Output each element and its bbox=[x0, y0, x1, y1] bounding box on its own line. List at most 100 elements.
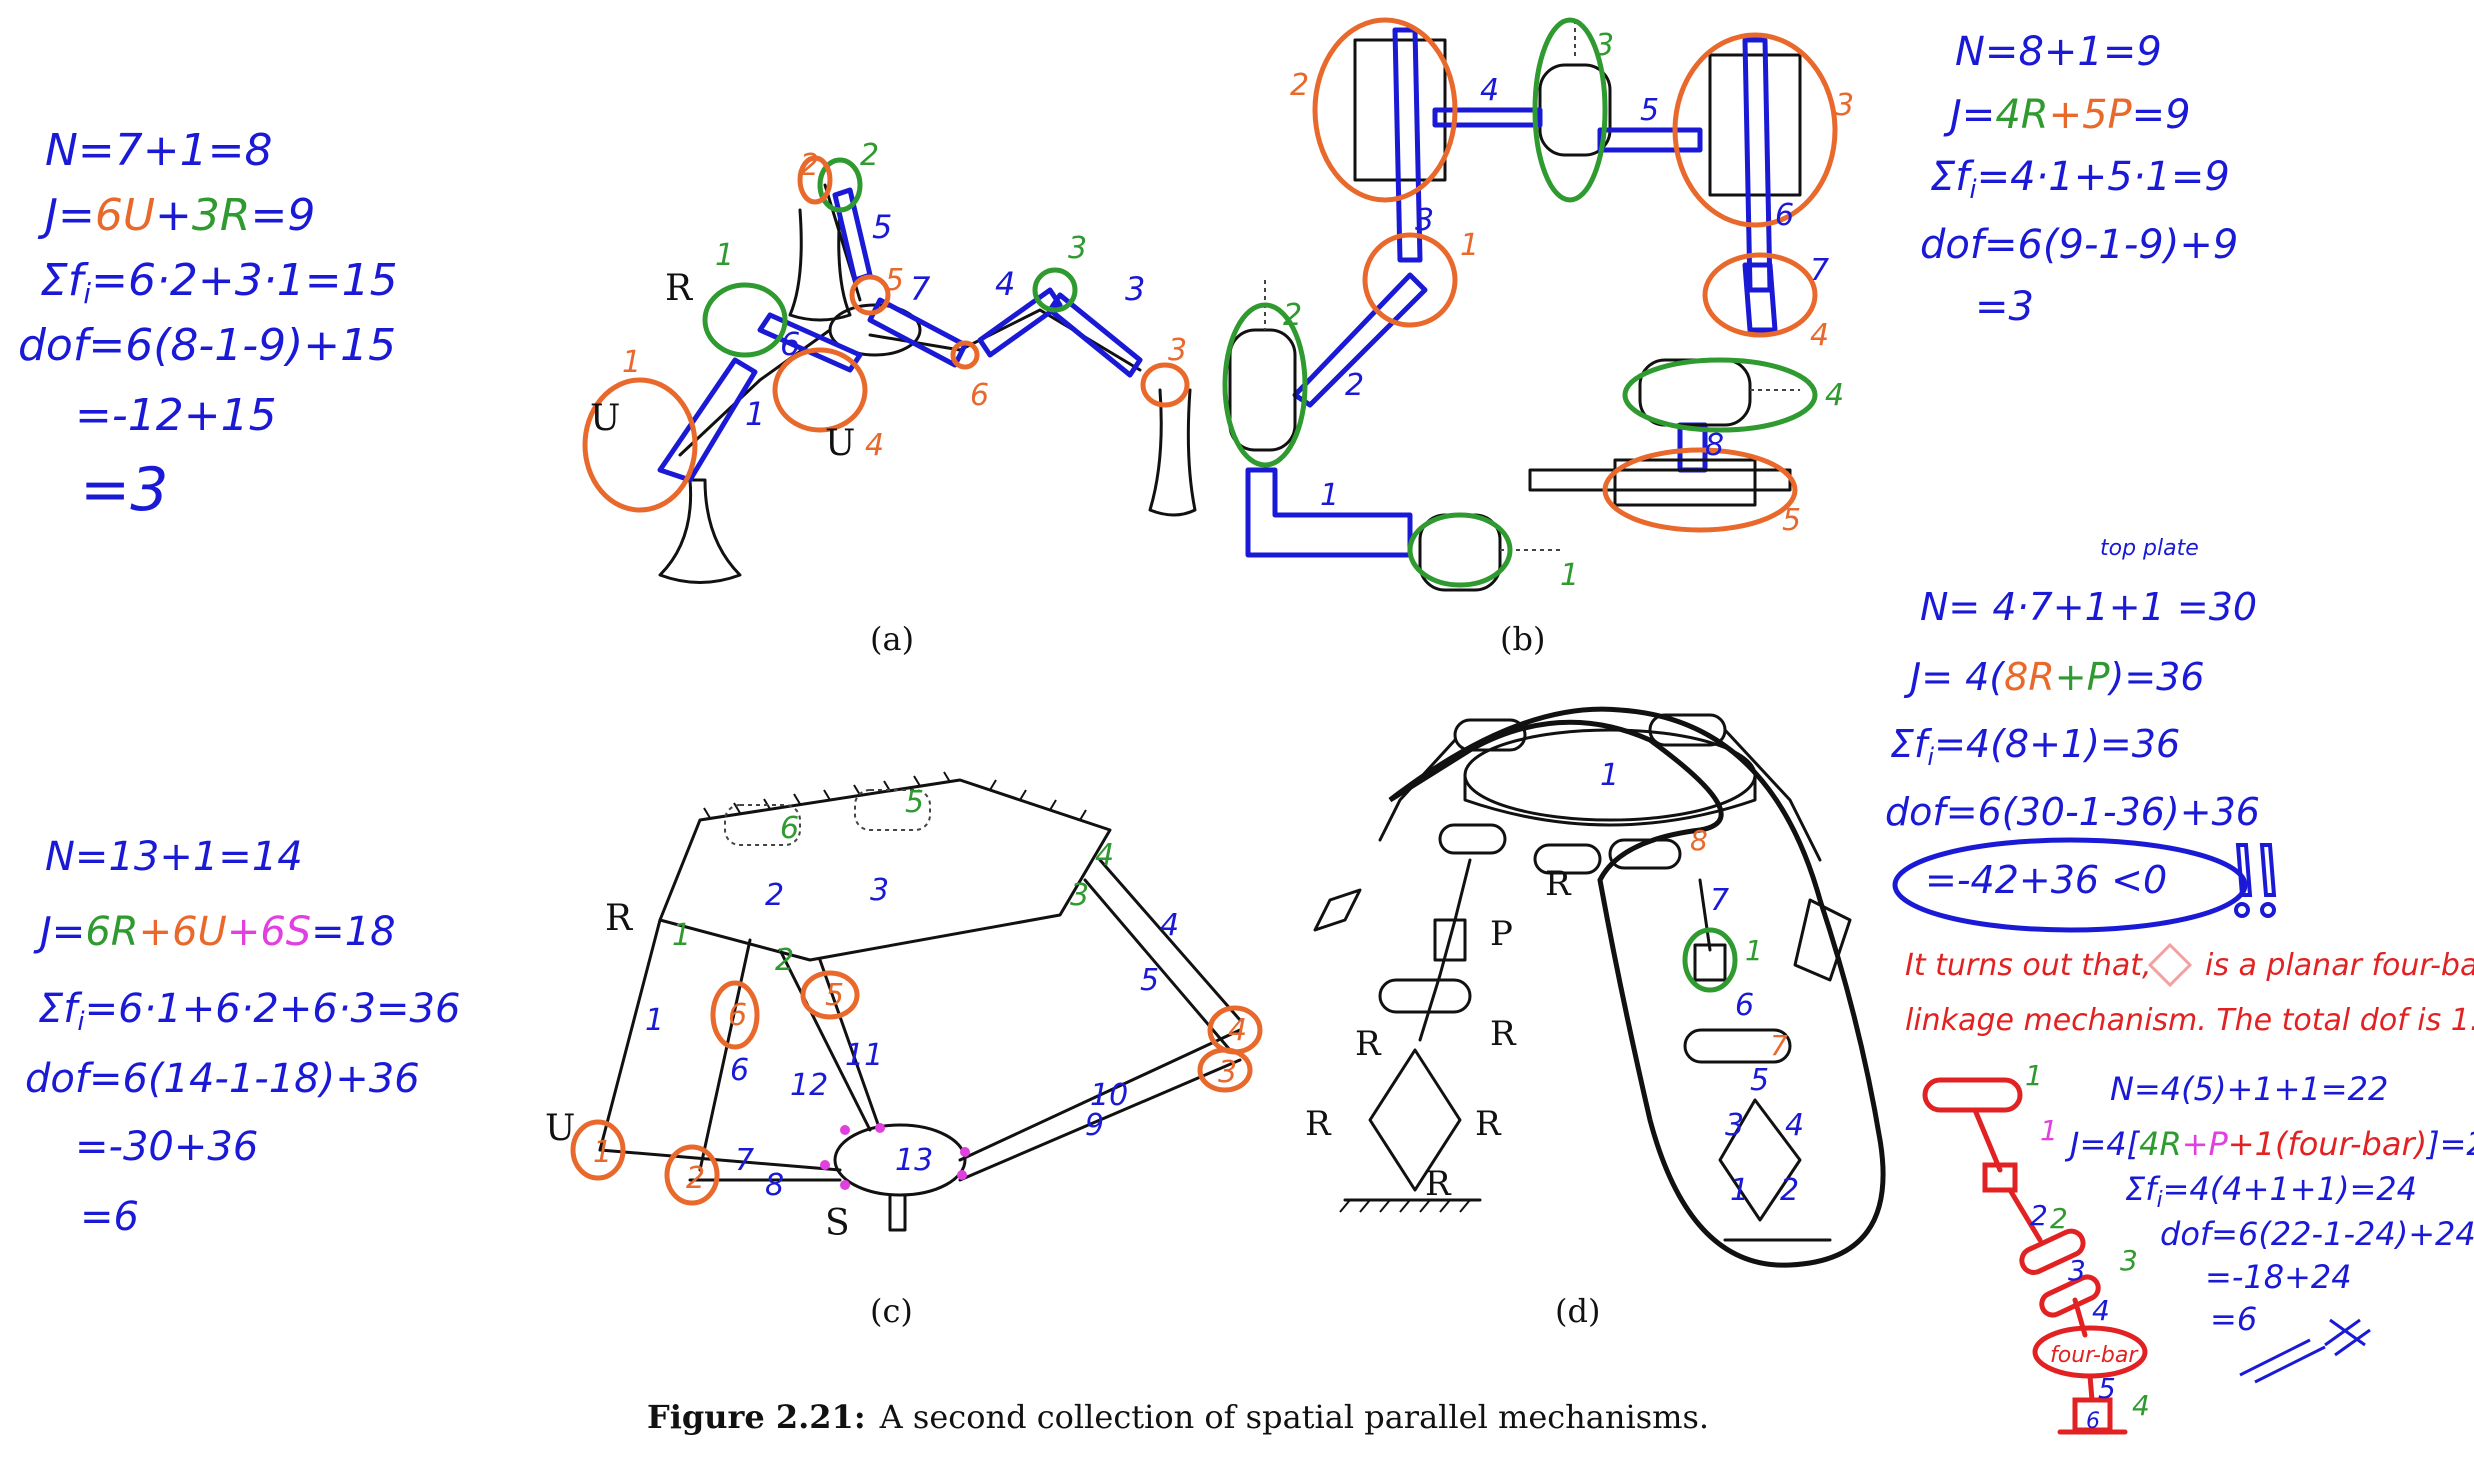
a-leg-left bbox=[678, 328, 832, 457]
d-roller-mid bbox=[1378, 978, 1472, 1014]
a-joint-R3 bbox=[1032, 267, 1078, 313]
a-note-J: J=6U+3R=9 bbox=[37, 190, 315, 241]
b-link-3 bbox=[1392, 27, 1423, 263]
a-note-sum: Σfi=6·2+3·1=15 bbox=[40, 255, 398, 310]
c-link-num-12: 12 bbox=[790, 1068, 828, 1103]
c-top-hatch-line bbox=[699, 778, 1111, 831]
a-base-left bbox=[658, 478, 742, 584]
b-link-6 bbox=[1742, 37, 1773, 293]
b-link-5 bbox=[1597, 127, 1703, 153]
d-strike-marks bbox=[2239, 1318, 2371, 1384]
b-slider bbox=[1613, 458, 1757, 507]
c-platform bbox=[833, 1123, 967, 1197]
a-joint-U3 bbox=[1140, 362, 1190, 408]
d-roller-hl-top bbox=[1608, 838, 1682, 870]
d-label-R3: R bbox=[1490, 1014, 1517, 1054]
a-joint-R1 bbox=[702, 282, 788, 358]
c-jnum-g4: 4 bbox=[1095, 838, 1114, 873]
d-link-num-2: 2 bbox=[1780, 1173, 1799, 1208]
c-rod-10 bbox=[958, 1028, 1242, 1162]
a-base-center bbox=[788, 208, 852, 322]
c-label-U: U bbox=[545, 1108, 575, 1149]
a-jnum-o5: 5 bbox=[885, 263, 904, 298]
caption-b: (b) bbox=[1500, 620, 1545, 658]
c-jnum-g1: 1 bbox=[672, 918, 691, 953]
d-red-note: It turns out that, is a planar four-bar … bbox=[1905, 942, 2474, 1038]
b-left-cylinder bbox=[1228, 328, 1297, 452]
b-note-result: =3 bbox=[1975, 284, 2034, 330]
a-label-U2: U bbox=[825, 423, 855, 464]
b-link-4 bbox=[1432, 107, 1543, 128]
b-jnum-g1: 1 bbox=[1560, 558, 1579, 593]
b-joint-g3 bbox=[1532, 17, 1608, 203]
b-link-num-7: 7 bbox=[1810, 253, 1829, 288]
d-red-prismatic bbox=[1982, 1162, 2018, 1193]
c-joint-U2 bbox=[664, 1144, 720, 1206]
d-jnum-o7: 7 bbox=[1770, 1029, 1788, 1062]
c-link-num-7: 7 bbox=[735, 1143, 754, 1178]
panel-b-drawing: 4 5 3 6 2 1 7 8 2 3 3 1 2 4 4 5 1 (b) bbox=[1222, 17, 1854, 658]
b-block-right bbox=[1708, 53, 1802, 197]
c-note-N: N=13+1=14 bbox=[45, 834, 303, 880]
c-arm-12 bbox=[778, 948, 872, 1132]
a-joint-U5 bbox=[849, 274, 891, 316]
b-link-1 bbox=[1245, 467, 1413, 558]
a-jnum-o1: 1 bbox=[622, 345, 641, 380]
d-red-line1b: is a planar four-bar bbox=[2205, 948, 2474, 983]
b-jnum-g3: 3 bbox=[1595, 28, 1614, 63]
d-red-num-b6: 6 bbox=[2086, 1409, 2100, 1434]
d-corr-dof: dof=6(22-1-24)+24 bbox=[2160, 1215, 2474, 1253]
d-jnum-o8: 8 bbox=[1690, 824, 1708, 857]
c-jnum-o3: 3 bbox=[1218, 1055, 1237, 1090]
d-joint-g1 bbox=[1682, 927, 1738, 993]
b-jnum-o3: 3 bbox=[1835, 88, 1854, 123]
b-note-J: J=4R+5P=9 bbox=[1943, 92, 2191, 138]
d-red-roller-1 bbox=[1922, 1077, 2023, 1113]
d-note-top-plate: top plate bbox=[2100, 536, 2199, 561]
c-link-num-1: 1 bbox=[645, 1003, 664, 1038]
a-note-N: N=7+1=8 bbox=[45, 125, 273, 176]
a-link-num-1: 1 bbox=[745, 395, 765, 433]
d-top-plate-side bbox=[1463, 773, 1757, 827]
c-link-num-5: 5 bbox=[1140, 963, 1159, 998]
b-jnum-g2: 2 bbox=[1283, 298, 1302, 333]
d-roller-bl bbox=[1438, 823, 1507, 855]
b-jnum-o2: 2 bbox=[1290, 68, 1309, 103]
d-label-P: P bbox=[1490, 914, 1513, 954]
d-small-four-bar-right bbox=[1793, 898, 1852, 982]
d-note-dof: dof=6(30-1-36)+36 bbox=[1885, 790, 2260, 834]
b-link-num-1: 1 bbox=[1320, 478, 1339, 513]
d-leg-far-left bbox=[1378, 738, 1457, 842]
d-link-num-5: 5 bbox=[1750, 1063, 1769, 1098]
c-link-num-10: 10 bbox=[1090, 1078, 1128, 1113]
d-hl-roller bbox=[1683, 1028, 1792, 1064]
a-jnum-g3: 3 bbox=[1068, 231, 1087, 266]
a-jnum-o2: 2 bbox=[800, 148, 819, 183]
c-jnum-o2: 2 bbox=[686, 1161, 705, 1196]
a-note-step: =-12+15 bbox=[75, 390, 277, 441]
b-rail bbox=[1528, 468, 1792, 492]
c-jnum-o6: 6 bbox=[728, 998, 747, 1033]
b-note-dof: dof=6(9-1-9)+9 bbox=[1920, 222, 2238, 268]
d-red-num-g4: 4 bbox=[2132, 1389, 2150, 1422]
c-motor-6 bbox=[724, 804, 801, 846]
c-link-num-9: 9 bbox=[1085, 1108, 1104, 1143]
c-jnum-g6: 6 bbox=[780, 811, 799, 846]
d-red-chain: four-bar 1 1 2 2 3 3 4 4 5 6 bbox=[1922, 1059, 2150, 1435]
panel-a-drawing: R U U 5 7 4 3 1 6 1 2 2 3 3 1 4 5 6 (a) bbox=[582, 138, 1197, 658]
c-rod-9 bbox=[958, 1058, 1242, 1182]
a-joint-R2 bbox=[817, 157, 863, 213]
c-note-sum: Σfi=6·1+6·2+6·3=36 bbox=[38, 986, 460, 1037]
d-red-num-g2: 2 bbox=[2050, 1202, 2068, 1235]
b-joint-o5 bbox=[1602, 447, 1798, 533]
c-joint-U5 bbox=[800, 970, 860, 1020]
d-label-R4: R bbox=[1305, 1104, 1332, 1144]
c-jnum-g2: 2 bbox=[775, 943, 794, 978]
c-note-result: =6 bbox=[80, 1194, 139, 1240]
d-link-num-1: 1 bbox=[1600, 758, 1619, 793]
d-small-four-bar-left bbox=[1313, 888, 1362, 932]
a-link-num-6: 6 bbox=[780, 325, 800, 363]
a-link-1 bbox=[657, 357, 758, 483]
c-arm-11 bbox=[818, 958, 882, 1132]
c-arm-4 bbox=[1098, 858, 1242, 1022]
